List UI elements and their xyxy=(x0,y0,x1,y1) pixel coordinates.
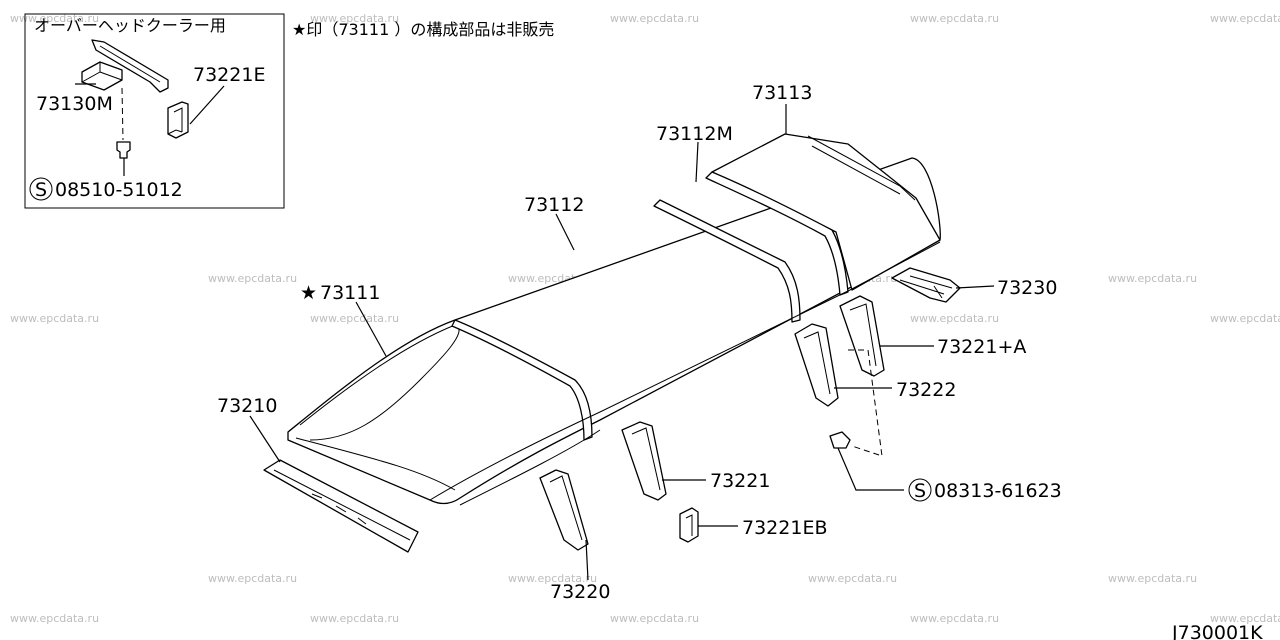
inset-overhead-cooler: オーバーヘッドクーラー用 73130M 73221E S 08510-51012 xyxy=(24,13,285,209)
front-header-73210 xyxy=(263,459,419,553)
inset-screw xyxy=(116,141,131,159)
inset-rail-edge xyxy=(99,45,161,83)
roof-bow-2 xyxy=(653,199,801,323)
roof-front-lip xyxy=(295,437,456,491)
front-header-edge xyxy=(273,469,411,541)
watermark: www.epcdata.ru xyxy=(208,272,297,285)
watermark: www.epcdata.ru xyxy=(1108,572,1197,585)
watermark: www.epcdata.ru xyxy=(808,572,897,585)
watermark: www.epcdata.ru xyxy=(208,572,297,585)
label-73221: 73221 xyxy=(710,470,770,492)
label-08313-61623: 08313-61623 xyxy=(934,480,1062,502)
label-73221E: 73221E xyxy=(193,64,265,86)
screw-symbol-main: S xyxy=(908,478,932,502)
side-rail-73221-edge xyxy=(631,427,661,491)
label-73221A: 73221+A xyxy=(937,336,1026,358)
screw-08313 xyxy=(829,431,851,449)
side-rail-73221-body xyxy=(621,421,667,501)
leader-08313 xyxy=(837,447,904,491)
watermark: www.epcdata.ru xyxy=(910,612,999,625)
inset-leader-clip xyxy=(189,85,225,125)
label-73230: 73230 xyxy=(997,277,1057,299)
screw-08313-head xyxy=(829,431,851,449)
rear-bracket-73230 xyxy=(891,267,961,303)
watermark: www.epcdata.ru xyxy=(1210,312,1280,325)
leader-73112 xyxy=(555,213,575,251)
watermark: www.epcdata.ru xyxy=(508,572,597,585)
screw-symbol-inset: S xyxy=(29,177,53,201)
leader-73112M xyxy=(695,141,699,183)
leader-lines xyxy=(249,104,995,581)
label-73221EB: 73221EB xyxy=(742,517,827,539)
side-rail-73220-body xyxy=(539,469,589,551)
side-rail-73222-edge xyxy=(803,331,831,395)
side-rail-73221A-body xyxy=(839,295,885,377)
watermark: www.epcdata.ru xyxy=(310,312,399,325)
watermark: www.epcdata.ru xyxy=(910,312,999,325)
rear-bracket-detail xyxy=(899,275,953,299)
part-labels: 73113 73112M 73112 ★ 73111 73210 73230 7… xyxy=(217,82,1062,603)
side-rail-73220 xyxy=(539,469,589,551)
roof-drip-rail xyxy=(429,241,941,501)
label-73130M: 73130M xyxy=(36,93,113,115)
side-rail-73221A xyxy=(839,295,885,377)
front-header-holes xyxy=(311,493,367,525)
side-rail-73220-edge xyxy=(549,475,583,541)
watermark: www.epcdata.ru xyxy=(1210,612,1280,625)
label-73220: 73220 xyxy=(550,581,610,603)
inset-bracket-edge xyxy=(81,62,123,83)
watermark: www.epcdata.ru xyxy=(610,12,699,25)
inset-title: オーバーヘッドクーラー用 xyxy=(34,16,226,35)
leader-73230 xyxy=(955,285,995,289)
side-rail-73222 xyxy=(794,323,839,407)
label-73113: 73113 xyxy=(752,82,812,104)
watermark: www.epcdata.ru xyxy=(610,612,699,625)
roof-rear-rail xyxy=(807,135,916,201)
roof-rear-panel-73113 xyxy=(711,133,941,291)
front-header-panel xyxy=(263,459,419,553)
label-73112: 73112 xyxy=(524,194,584,216)
roof-bow-3 xyxy=(705,171,849,296)
label-08510-51012: 08510-51012 xyxy=(55,179,183,201)
watermark: www.epcdata.ru xyxy=(910,12,999,25)
watermark: www.epcdata.ru xyxy=(10,612,99,625)
inset-dash-line xyxy=(121,87,124,141)
side-rail-73221A-edge xyxy=(849,303,877,367)
watermark: www.epcdata.ru xyxy=(1108,272,1197,285)
clip-73221EB-body xyxy=(679,507,699,543)
label-73112M: 73112M xyxy=(656,123,733,145)
watermark: www.epcdata.ru xyxy=(310,12,399,25)
roof-panel-73111 xyxy=(287,157,941,505)
watermark: www.epcdata.ru xyxy=(10,12,99,25)
leader-73111 xyxy=(355,301,387,357)
screw-symbol-letter: S xyxy=(35,179,47,201)
watermark: www.epcdata.ru xyxy=(310,612,399,625)
rear-bracket-body xyxy=(891,267,961,303)
side-rail-73221 xyxy=(621,421,667,501)
inset-frame xyxy=(24,13,285,209)
leader-73210 xyxy=(249,415,281,463)
inset-bracket-73130M xyxy=(81,61,123,91)
watermark: www.epcdata.ru xyxy=(10,312,99,325)
roof-front-edge xyxy=(299,324,460,441)
label-73111: 73111 xyxy=(320,282,380,304)
clip-73221EB xyxy=(679,507,699,543)
screw-symbol-letter: S xyxy=(914,480,926,502)
inset-clip-edge xyxy=(167,107,183,135)
non-sale-note: ★印（73111 ）の構成部品は非販売 xyxy=(292,20,554,39)
clip-73221EB-edge xyxy=(685,514,693,536)
screw-guide-dash xyxy=(848,349,883,457)
diagram-code: J730001K xyxy=(1171,622,1263,640)
label-73222: 73222 xyxy=(896,379,956,401)
roof-assembly xyxy=(287,133,941,506)
label-73210: 73210 xyxy=(217,395,277,417)
watermark: www.epcdata.ru xyxy=(1210,12,1280,25)
roof-drip-lower xyxy=(459,429,601,506)
side-rail-73222-body xyxy=(794,323,839,407)
star-mark: ★ xyxy=(300,282,317,304)
leader-73220 xyxy=(585,539,589,581)
